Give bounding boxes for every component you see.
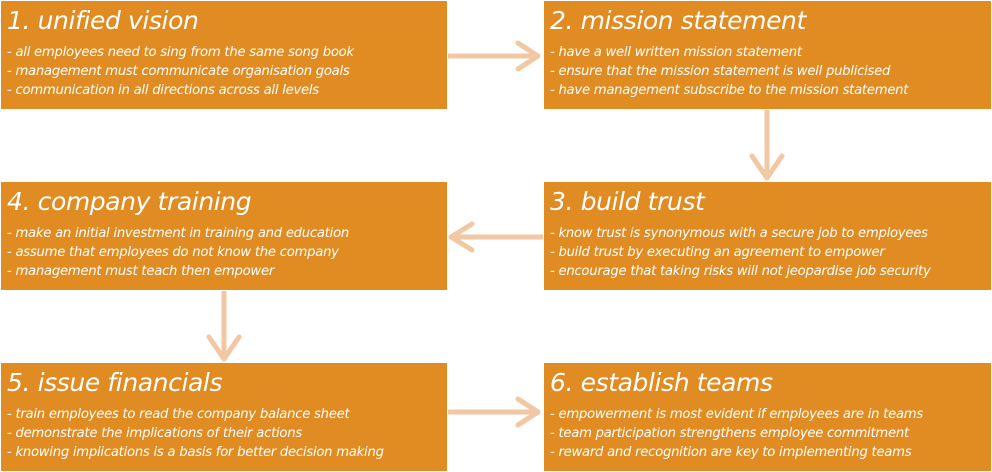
step-item: - know trust is synonymous with a secure… bbox=[550, 226, 928, 241]
step-title: 6. establish teams bbox=[550, 368, 773, 397]
step-title: 5. issue financials bbox=[7, 368, 223, 397]
step-box-3: 3. build trust - know trust is synonymou… bbox=[543, 181, 992, 291]
step-box-5: 5. issue financials - train employees to… bbox=[0, 362, 448, 472]
step-item: - build trust by executing an agreement … bbox=[550, 245, 885, 260]
step-item: - have management subscribe to the missi… bbox=[550, 83, 909, 98]
step-title: 2. mission statement bbox=[550, 6, 806, 35]
arrow-3-to-4 bbox=[448, 221, 545, 253]
arrow-1-to-2 bbox=[446, 40, 541, 72]
step-title: 3. build trust bbox=[550, 187, 705, 216]
step-item: - communication in all directions across… bbox=[7, 83, 319, 98]
step-item: - management must communicate organisati… bbox=[7, 64, 350, 79]
step-item: - ensure that the mission statement is w… bbox=[550, 64, 891, 79]
step-items: - know trust is synonymous with a secure… bbox=[544, 224, 991, 281]
step-title: 1. unified vision bbox=[7, 6, 199, 35]
step-box-1: 1. unified vision - all employees need t… bbox=[0, 0, 448, 110]
step-item: - all employees need to sing from the sa… bbox=[7, 45, 354, 60]
step-box-2: 2. mission statement - have a well writt… bbox=[543, 0, 992, 110]
step-item: - assume that employees do not know the … bbox=[7, 245, 339, 260]
arrow-5-to-6 bbox=[446, 396, 541, 428]
step-item: - train employees to read the company ba… bbox=[7, 407, 350, 422]
step-item: - management must teach then empower bbox=[7, 264, 274, 279]
arrow-4-to-5 bbox=[206, 289, 242, 362]
step-item: - reward and recognition are key to impl… bbox=[550, 445, 912, 460]
arrow-2-to-3 bbox=[749, 108, 785, 181]
step-item: - make an initial investment in training… bbox=[7, 226, 350, 241]
step-items: - have a well written mission statement … bbox=[544, 43, 991, 100]
step-items: - all employees need to sing from the sa… bbox=[1, 43, 447, 100]
step-item: - knowing implications is a basis for be… bbox=[7, 445, 384, 460]
step-item: - have a well written mission statement bbox=[550, 45, 802, 60]
step-item: - empowerment is most evident if employe… bbox=[550, 407, 924, 422]
step-item: - demonstrate the implications of their … bbox=[7, 426, 302, 441]
step-title: 4. company training bbox=[7, 187, 252, 216]
step-box-6: 6. establish teams - empowerment is most… bbox=[543, 362, 992, 472]
step-items: - train employees to read the company ba… bbox=[1, 405, 447, 462]
step-items: - make an initial investment in training… bbox=[1, 224, 447, 281]
step-items: - empowerment is most evident if employe… bbox=[544, 405, 991, 462]
step-item: - team participation strengthens employe… bbox=[550, 426, 909, 441]
step-box-4: 4. company training - make an initial in… bbox=[0, 181, 448, 291]
step-item: - encourage that taking risks will not j… bbox=[550, 264, 931, 279]
